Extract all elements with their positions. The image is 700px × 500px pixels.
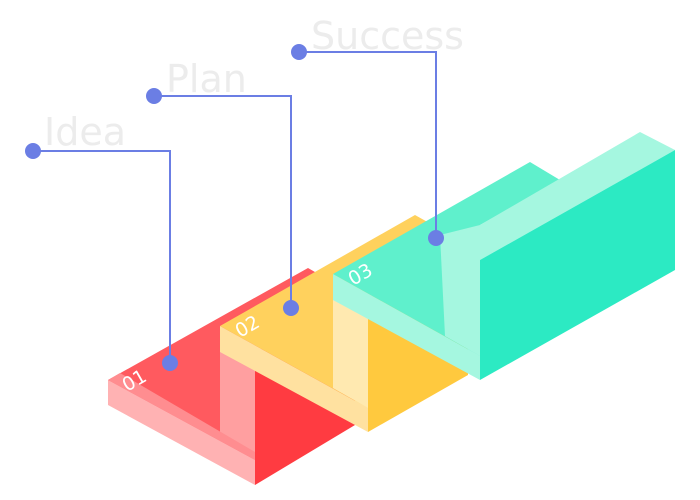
connector-02-start-dot bbox=[146, 88, 162, 104]
step-label-01: Idea bbox=[44, 110, 126, 154]
connector-02 bbox=[146, 88, 299, 316]
connector-01-end-dot bbox=[162, 355, 178, 371]
step-label-03: Success bbox=[311, 14, 464, 58]
step-03-left-face bbox=[333, 274, 480, 380]
step-block-03 bbox=[333, 132, 675, 380]
connector-01-line bbox=[33, 150, 171, 363]
step-03-inner-wall bbox=[440, 225, 480, 356]
step-01-top-edge bbox=[108, 373, 255, 460]
connector-03-start-dot bbox=[291, 44, 307, 60]
connector-03-line bbox=[299, 51, 437, 238]
step-03-front-face bbox=[480, 150, 675, 380]
connector-02-end-dot bbox=[283, 300, 299, 316]
step-01-left-face bbox=[108, 380, 255, 485]
connector-02-line bbox=[154, 95, 292, 308]
connector-03 bbox=[291, 44, 444, 246]
connector-03-end-dot bbox=[428, 230, 444, 246]
step-02-left-face bbox=[220, 326, 368, 432]
connector-01 bbox=[25, 143, 178, 371]
connector-01-start-dot bbox=[25, 143, 41, 159]
step-label-02: Plan bbox=[166, 57, 247, 101]
step-03-upper-top bbox=[480, 132, 675, 260]
